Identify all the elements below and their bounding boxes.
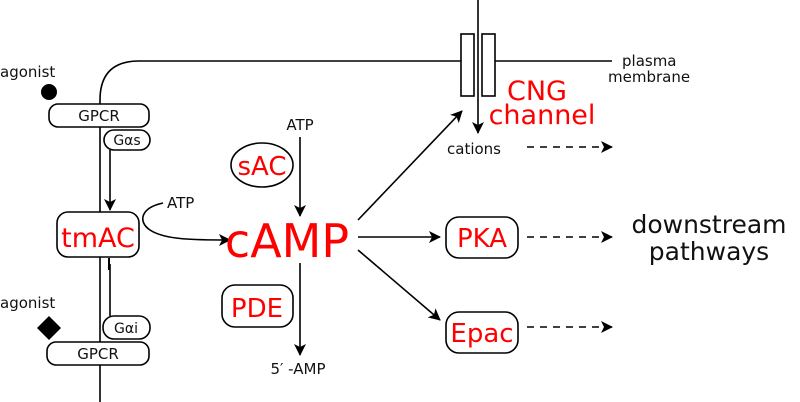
gpcr-label-lower: GPCR bbox=[77, 345, 119, 363]
membrane-label-line1: plasma bbox=[622, 52, 677, 70]
cng-label-line1: CNG bbox=[507, 76, 567, 107]
agonist-diamond-icon bbox=[37, 316, 61, 340]
tmac-group: tmAC ATP bbox=[56, 194, 231, 258]
agonist-circle-icon bbox=[41, 84, 57, 100]
membrane-label-line2: membrane bbox=[608, 68, 690, 86]
galphai-box bbox=[102, 315, 151, 340]
sac-atp-label: ATP bbox=[286, 116, 313, 134]
agonist-label-upper: agonist bbox=[0, 63, 55, 81]
channel-subunit-left bbox=[460, 33, 475, 97]
tmac-box bbox=[56, 211, 140, 258]
sac-group: ATP sAC bbox=[230, 116, 314, 217]
galphas-box bbox=[103, 129, 151, 151]
epac-label: Epac bbox=[450, 319, 513, 349]
tmac-atp-label: ATP bbox=[167, 194, 194, 212]
gpcr-box-lower bbox=[46, 341, 150, 366]
plasma-membrane: plasma membrane bbox=[99, 52, 690, 402]
membrane-line bbox=[99, 60, 461, 402]
camp-label: cAMP bbox=[225, 214, 349, 268]
sac-label: sAC bbox=[237, 152, 286, 182]
epac-group: Epac bbox=[445, 311, 613, 354]
tmac-atp-to-camp-arrow bbox=[141, 202, 231, 246]
pka-group: PKA bbox=[445, 216, 613, 259]
amp-label: 5′ -AMP bbox=[270, 360, 325, 378]
agonist-label-lower: agonist bbox=[0, 294, 55, 312]
pde-label: PDE bbox=[231, 294, 283, 324]
camp-to-epac-arrow bbox=[357, 249, 441, 321]
gpcr-box-upper bbox=[48, 103, 150, 128]
pde-group: PDE 5′ -AMP bbox=[221, 263, 326, 378]
downstream-label-line2: pathways bbox=[649, 237, 769, 266]
pka-label: PKA bbox=[457, 224, 507, 254]
tmac-label: tmAC bbox=[61, 223, 135, 254]
pde-box bbox=[221, 284, 294, 328]
cations-label: cations bbox=[447, 140, 501, 158]
sac-ellipse bbox=[230, 142, 294, 188]
galphai-label: Gαi bbox=[114, 321, 138, 337]
cng-label-line2: channel bbox=[489, 100, 596, 131]
epac-box bbox=[445, 311, 519, 354]
pka-box bbox=[445, 216, 519, 259]
cng-channel: CNG channel cations bbox=[447, 0, 613, 158]
channel-subunit-right bbox=[481, 33, 496, 97]
lower-receptor-group: agonist Gαi GPCR bbox=[0, 258, 151, 366]
camp-to-cng-arrow bbox=[357, 110, 463, 221]
gpcr-label-upper: GPCR bbox=[78, 107, 120, 125]
upper-receptor-group: agonist GPCR Gαs bbox=[0, 63, 151, 211]
galphas-label: Gαs bbox=[113, 133, 140, 149]
downstream-label-line1: downstream bbox=[631, 210, 786, 239]
